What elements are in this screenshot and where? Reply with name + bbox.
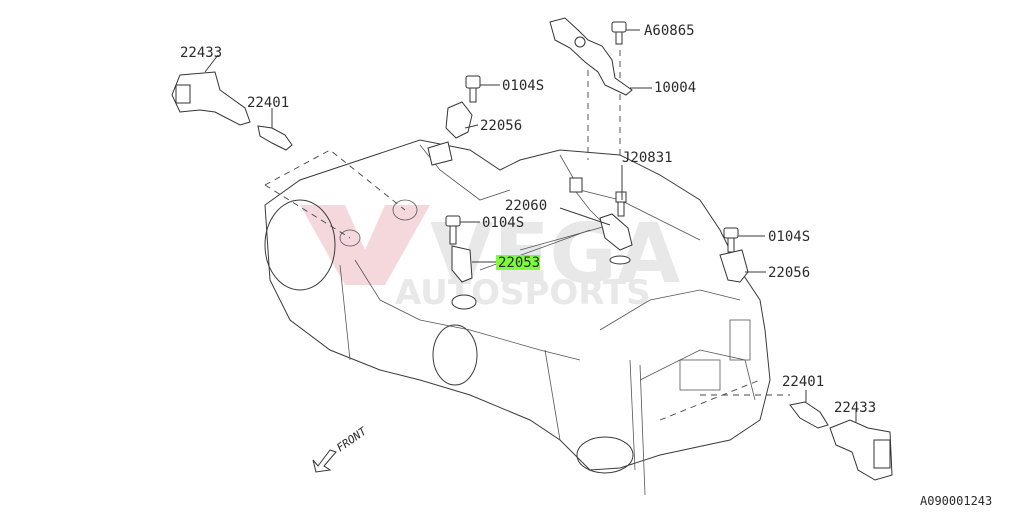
crank-sensor	[445, 215, 477, 310]
part-labels: 22433 22401 0104S 22056 A60865 10004 J20…	[180, 23, 876, 416]
ignition-coil-right	[829, 419, 893, 481]
label-leaders	[204, 29, 857, 422]
label-22433-right[interactable]: 22433	[834, 400, 876, 416]
watermark: VEGA AUTOSPORTS	[300, 205, 681, 313]
cam-sensor-top	[427, 101, 473, 166]
label-0104s-mid[interactable]: 0104S	[482, 215, 524, 231]
bolt-top	[465, 75, 481, 103]
watermark-brand: VEGA	[430, 207, 681, 302]
label-22056-top[interactable]: 22056	[480, 118, 522, 134]
engine-block	[264, 139, 771, 496]
highlight-22053	[496, 255, 540, 270]
label-22056-right[interactable]: 22056	[768, 265, 810, 281]
label-22060[interactable]: 22060	[505, 198, 547, 214]
label-22401-right[interactable]: 22401	[782, 374, 824, 390]
spark-plug-right	[789, 401, 829, 429]
front-arrow-icon	[312, 449, 337, 473]
label-10004[interactable]: 10004	[654, 80, 696, 96]
bracket-assembly	[549, 17, 633, 96]
label-22401-left[interactable]: 22401	[247, 95, 289, 111]
spark-plug-left	[257, 125, 293, 151]
ignition-coil-left	[171, 71, 251, 126]
label-0104s-top[interactable]: 0104S	[502, 78, 544, 94]
label-22433-left[interactable]: 22433	[180, 45, 222, 61]
label-j20831[interactable]: J20831	[622, 150, 673, 166]
cam-sensor-right	[719, 227, 749, 283]
diagram-code: A090001243	[920, 494, 992, 508]
watermark-sub: AUTOSPORTS	[395, 273, 651, 313]
knock-sensor	[569, 177, 633, 265]
watermark-logo	[300, 205, 430, 285]
front-indicator: FRONT	[312, 424, 370, 473]
label-0104s-right[interactable]: 0104S	[768, 229, 810, 245]
label-a60865[interactable]: A60865	[644, 23, 695, 39]
label-22053[interactable]: 22053	[498, 255, 540, 271]
front-label: FRONT	[334, 424, 370, 454]
